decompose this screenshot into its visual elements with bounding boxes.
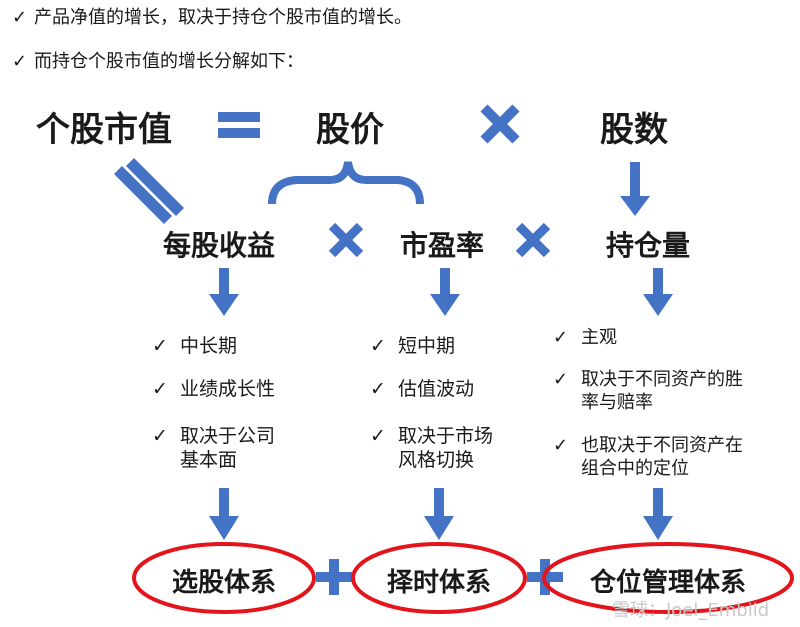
col2-item-3-line-2: 风格切换 <box>398 449 475 471</box>
check-icon: ✓ <box>370 335 386 357</box>
col2-item-1-text: 短中期 <box>398 335 456 357</box>
col1-item-3: ✓ 取决于公司基本面 <box>152 424 275 472</box>
col1-item-3-line-1: 取决于公司 <box>180 425 276 447</box>
check-icon: ✓ <box>553 369 569 390</box>
check-icon: ✓ <box>553 435 569 456</box>
label-stock-price: 股价 <box>316 110 384 150</box>
bullet-2: ✓ 而持仓个股市值的增长分解如下： <box>12 50 304 74</box>
check-icon: ✓ <box>12 51 28 72</box>
col3-item-1: ✓ 主观 <box>553 326 617 349</box>
equals-sign <box>218 112 260 138</box>
multiply-sign-b <box>515 222 551 258</box>
arrow-down-gushu <box>620 162 650 216</box>
col3-item-1-text: 主观 <box>581 327 617 348</box>
arrow-down-col1 <box>209 268 239 316</box>
col3-item-3: ✓ 也取决于不同资产在组合中的定位 <box>553 434 743 480</box>
label-stock-market-value: 个股市值 <box>36 110 172 150</box>
arrow-down-sys1 <box>209 488 239 540</box>
label-pe-ratio: 市盈率 <box>400 229 485 262</box>
bullet-1-text: 产品净值的增长，取决于持仓个股市值的增长。 <box>34 7 412 28</box>
oval-stock-selection <box>132 542 316 614</box>
col2-item-3-line-1: 取决于市场 <box>398 425 494 447</box>
plus-sign-a <box>316 559 352 595</box>
system-timing: 择时体系 <box>386 568 491 598</box>
check-icon: ✓ <box>152 425 168 447</box>
col1-item-1-text: 中长期 <box>180 335 238 357</box>
arrow-down-col3 <box>643 268 673 316</box>
col3-item-3-line-2: 组合中的定位 <box>581 458 689 479</box>
watermark: 雪球：Joel_Embiid <box>612 600 770 621</box>
bullet-1: ✓ 产品净值的增长，取决于持仓个股市值的增长。 <box>12 6 412 30</box>
col3-item-2: ✓ 取决于不同资产的胜率与赔率 <box>553 368 743 414</box>
curly-brace <box>268 161 424 205</box>
multiply-sign-a <box>328 222 364 258</box>
col1-item-3-line-2: 基本面 <box>180 449 238 471</box>
col1-item-1: ✓ 中长期 <box>152 334 237 358</box>
label-position-size: 持仓量 <box>606 229 691 262</box>
arrow-down-sys2 <box>424 488 454 540</box>
col1-item-2-text: 业绩成长性 <box>180 378 276 400</box>
col3-item-2-line-2: 率与赔率 <box>581 392 653 413</box>
label-eps: 每股收益 <box>163 229 276 262</box>
check-icon: ✓ <box>12 7 28 28</box>
arrow-down-col2 <box>430 268 460 316</box>
oval-position <box>542 542 794 614</box>
col1-item-2: ✓ 业绩成长性 <box>152 377 275 401</box>
col2-item-1: ✓ 短中期 <box>370 334 455 358</box>
arrow-down-sys3 <box>643 488 673 540</box>
check-icon: ✓ <box>553 327 569 348</box>
label-share-count: 股数 <box>600 110 668 150</box>
multiply-sign-top <box>480 104 520 144</box>
check-icon: ✓ <box>152 335 168 357</box>
system-stock-selection: 选股体系 <box>171 568 276 598</box>
col2-item-2-text: 估值波动 <box>398 378 475 400</box>
check-icon: ✓ <box>152 378 168 400</box>
check-icon: ✓ <box>370 425 386 447</box>
check-icon: ✓ <box>370 378 386 400</box>
oval-timing <box>351 542 527 614</box>
col3-item-2-line-1: 取决于不同资产的胜 <box>581 369 743 390</box>
diagonal-equals <box>114 158 184 224</box>
bullet-2-text: 而持仓个股市值的增长分解如下： <box>34 51 304 72</box>
system-position-management: 仓位管理体系 <box>589 568 746 598</box>
col2-item-2: ✓ 估值波动 <box>370 377 474 401</box>
col3-item-3-line-1: 也取决于不同资产在 <box>581 435 743 456</box>
col2-item-3: ✓ 取决于市场风格切换 <box>370 424 493 472</box>
